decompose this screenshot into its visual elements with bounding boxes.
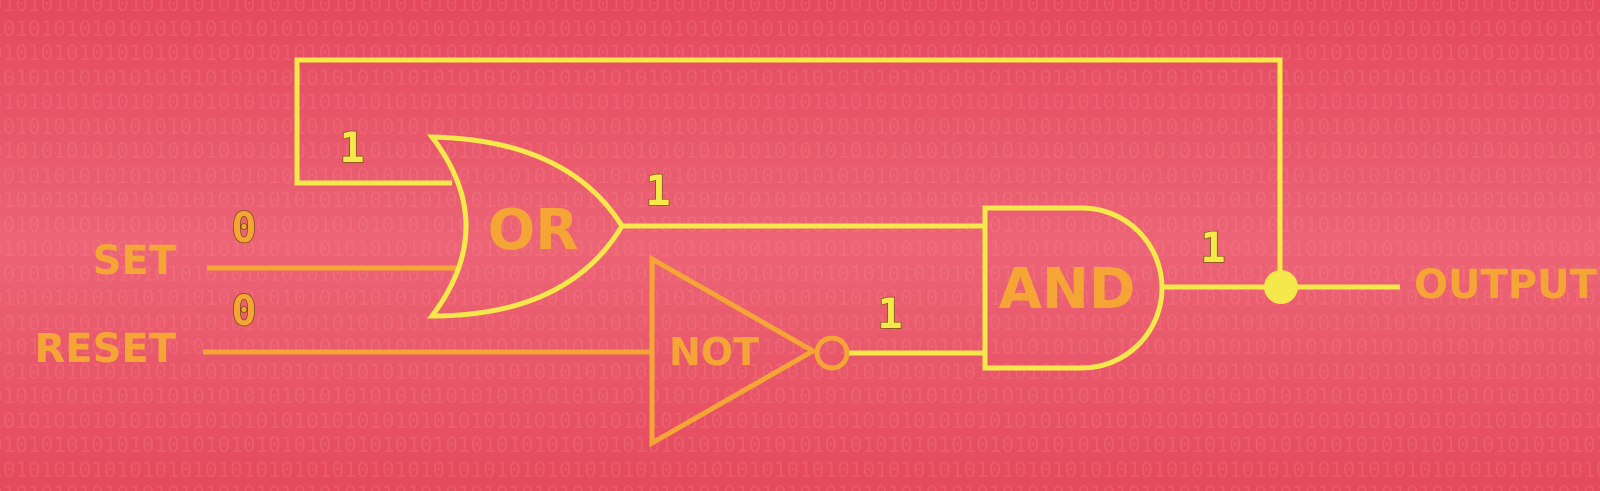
- not-gate-bubble: [814, 335, 850, 371]
- not-output-bit: 1: [877, 289, 902, 338]
- junction-dot: [1264, 270, 1298, 304]
- or-gate: [426, 134, 625, 319]
- and-output-bit: 1: [1200, 223, 1225, 272]
- set-label: SET: [93, 238, 177, 284]
- feedback-bit: 1: [339, 123, 364, 172]
- reset-label: RESET: [34, 326, 176, 372]
- output-label: OUTPUT: [1414, 262, 1598, 308]
- not-gate-label: NOT: [669, 330, 759, 374]
- set-bit: 0: [231, 203, 256, 252]
- or-output-bit: 1: [645, 166, 670, 215]
- feedback-wire: [294, 57, 1283, 283]
- and-gate-label: AND: [999, 257, 1136, 322]
- not-gate: [649, 254, 819, 448]
- and-gate: [982, 205, 1165, 371]
- or-gate-label: OR: [488, 198, 579, 263]
- reset-bit: 0: [231, 286, 256, 335]
